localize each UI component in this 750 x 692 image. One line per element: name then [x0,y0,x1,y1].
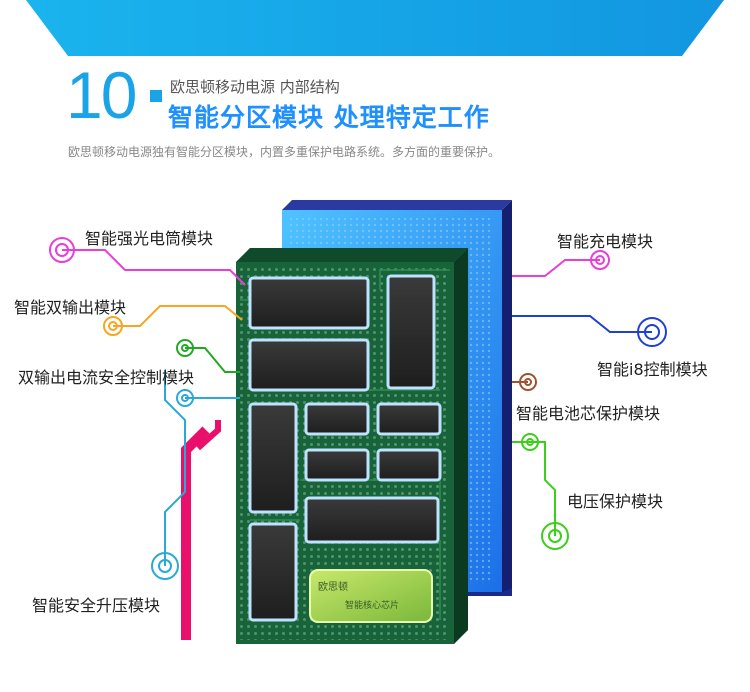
label-charge-module: 智能充电模块 [557,232,654,251]
section-subtitle: 欧思顿移动电源 内部结构 [170,78,340,96]
callout-left-3 [176,339,240,373]
label-voltage-protection-module: 电压保护模块 [567,492,664,511]
core-chip [309,569,433,623]
pcb-chips [248,274,442,622]
callout-right-4 [512,433,569,550]
chip [248,338,370,392]
core-chip-brand: 欧思顿 [318,582,348,593]
top-banner [26,0,724,56]
section-description: 欧思顿移动电源独有智能分区模块，内置多重保护电路系统。多方面的重要保护。 [68,145,501,159]
section-headline: 智能分区模块 处理特定工作 [168,103,490,132]
chip [376,402,442,436]
callout-left-2 [103,305,243,336]
label-i8-control-module: 智能i8控制模块 [597,360,708,379]
label-dual-output-current-module: 双输出电流安全控制模块 [18,368,195,387]
chip [376,448,442,482]
callout-right-1 [512,250,610,277]
core-chip-caption: 智能核心芯片 [345,601,400,611]
callout-right-2 [512,315,667,347]
chip [248,276,370,330]
label-strong-light-module: 智能强光电筒模块 [85,229,214,248]
label-boost-module: 智能安全升压模块 [32,596,161,615]
callout-left-1 [49,237,246,286]
label-dual-output-module: 智能双输出模块 [14,298,127,317]
label-battery-protection-module: 智能电池芯保护模块 [516,404,661,423]
bracket-magenta [181,426,210,640]
chip [386,274,436,390]
chip [304,448,370,482]
chip [248,522,298,622]
callout-right-3 [512,373,537,391]
chip [304,402,370,436]
section-number-dot [150,90,162,102]
chip [248,402,298,514]
callout-left-4 [151,370,240,580]
section-number: 10 [66,58,137,132]
chip [304,496,440,544]
